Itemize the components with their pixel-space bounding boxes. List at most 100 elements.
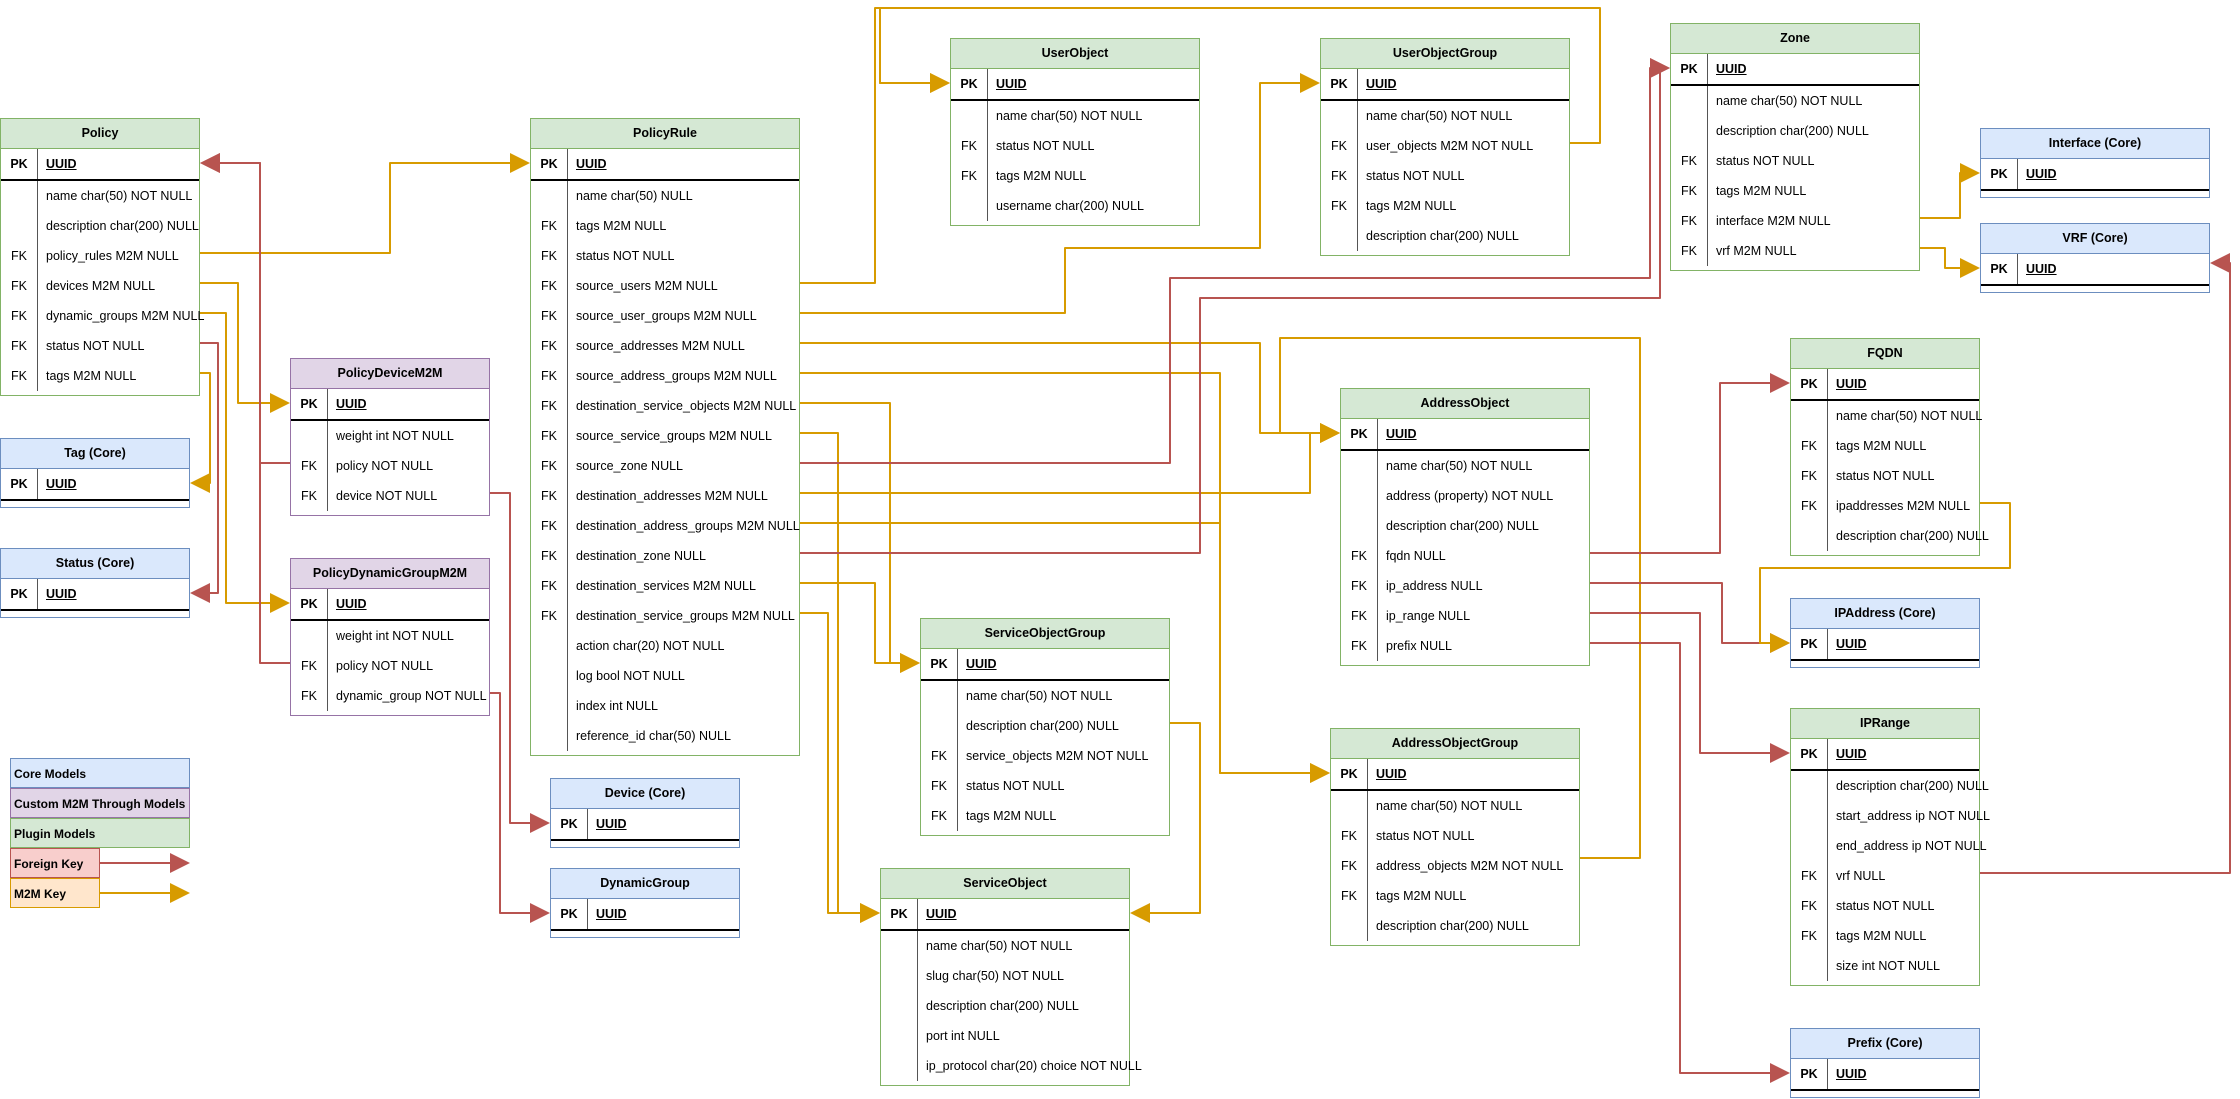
primary-key-field: UUID — [1366, 77, 1397, 91]
destination-service-groups-link — [800, 612, 880, 923]
field-name: vrf NULL — [1836, 869, 1886, 883]
key-label: FK — [921, 741, 958, 771]
policy-rules-link — [200, 153, 530, 254]
key-label: PK — [1341, 419, 1378, 449]
key-label: PK — [881, 899, 918, 929]
key-label — [951, 101, 988, 131]
field-row: weight int NOT NULL — [291, 621, 489, 651]
field-name: status NOT NULL — [1366, 169, 1465, 183]
primary-key-field: UUID — [996, 77, 1027, 91]
field-name: policy NOT NULL — [336, 459, 434, 473]
field-name: action char(20) NOT NULL — [576, 639, 725, 653]
key-label: FK — [531, 331, 568, 361]
key-label — [531, 631, 568, 661]
field-name: destination_zone NULL — [576, 549, 706, 563]
key-label — [881, 961, 918, 991]
entity-footer — [1791, 661, 1979, 667]
field-name: index int NULL — [576, 699, 658, 713]
entity-footer — [531, 751, 799, 755]
field-name: status NOT NULL — [1836, 899, 1935, 913]
field-name: tags M2M NULL — [1836, 929, 1927, 943]
addressobject-ip-address-link — [1590, 582, 1790, 653]
field-name: description char(200) NULL — [1376, 919, 1529, 933]
field-name: policy NOT NULL — [336, 659, 434, 673]
field-name: ip_address NULL — [1386, 579, 1483, 593]
key-label: FK — [1671, 236, 1708, 266]
field-name: device NOT NULL — [336, 489, 438, 503]
field-name: status NOT NULL — [1376, 829, 1475, 843]
field-name: address (property) NOT NULL — [1386, 489, 1554, 503]
field-name: status NOT NULL — [576, 249, 675, 263]
field-row: FK destination_zone NULL — [531, 541, 799, 571]
key-label: FK — [531, 541, 568, 571]
key-label: FK — [1671, 146, 1708, 176]
key-label: FK — [291, 451, 328, 481]
field-name: name char(50) NOT NULL — [1836, 409, 1983, 423]
key-label: FK — [531, 601, 568, 631]
field-name: policy_rules M2M NULL — [46, 249, 179, 263]
entity-footer — [1331, 941, 1579, 945]
key-label — [1331, 791, 1368, 821]
primary-key-field: UUID — [576, 157, 607, 171]
key-label — [1791, 521, 1828, 551]
primary-key-field: UUID — [2026, 262, 2057, 276]
entity-title: Zone — [1671, 24, 1919, 54]
field-name: ip_protocol char(20) choice NOT NULL — [926, 1059, 1142, 1073]
field-name: tags M2M NULL — [1376, 889, 1467, 903]
field-name: destination_service_objects M2M NULL — [576, 399, 797, 413]
key-label: FK — [1321, 161, 1358, 191]
key-label: FK — [1331, 821, 1368, 851]
field-row: description char(200) NULL — [1341, 511, 1589, 541]
field-name: name char(50) NOT NULL — [1386, 459, 1533, 473]
addressobject-ip-range-link — [1590, 612, 1790, 763]
field-row: name char(50) NOT NULL — [1671, 86, 1919, 116]
entity-title: PolicyDeviceM2M — [291, 359, 489, 389]
field-name: source_zone NULL — [576, 459, 684, 473]
field-row: FK tags M2M NULL — [1791, 921, 1979, 951]
key-label: FK — [1791, 921, 1828, 951]
key-label: FK — [1, 301, 38, 331]
key-label — [921, 681, 958, 711]
field-name: name char(50) NULL — [576, 189, 693, 203]
field-name: destination_services M2M NULL — [576, 579, 756, 593]
